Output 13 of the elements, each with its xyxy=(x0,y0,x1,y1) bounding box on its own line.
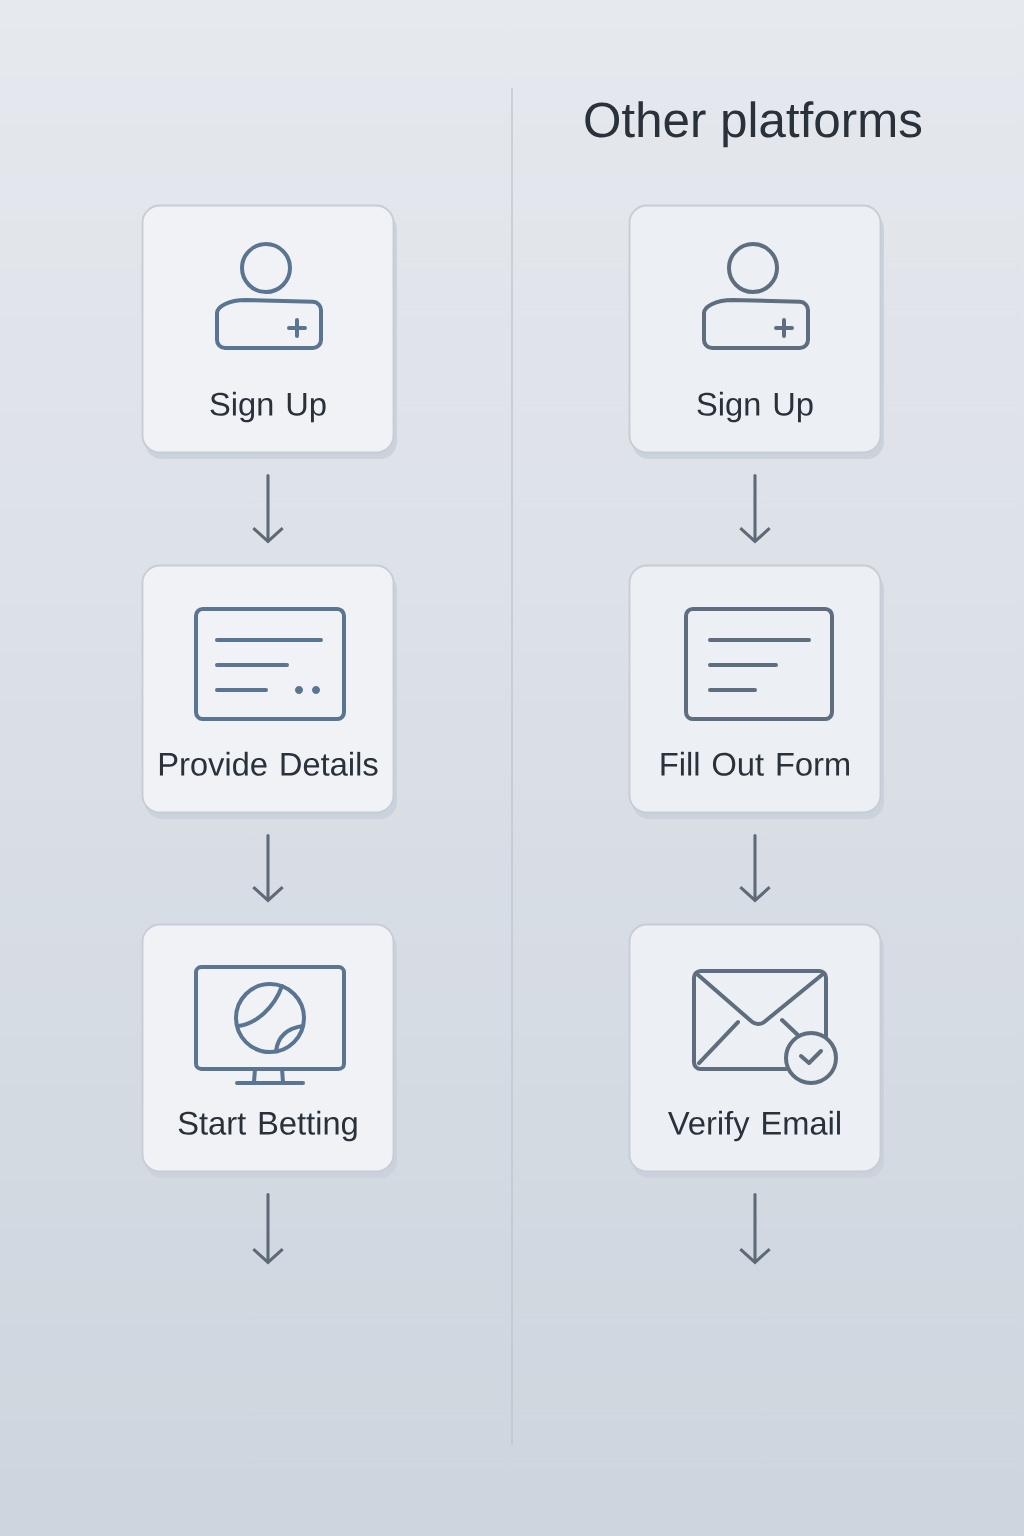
step-box: Start Betting xyxy=(141,923,397,1178)
step-box: Verify Email xyxy=(628,923,884,1178)
step-box: Sign Up xyxy=(141,204,397,459)
arrow xyxy=(739,1192,771,1265)
arrow xyxy=(252,473,284,544)
step-box: Fill Out Form xyxy=(628,564,884,819)
arrow xyxy=(252,833,284,903)
column-heading: Other platforms xyxy=(585,101,922,148)
step-box: Provide Details xyxy=(141,564,397,819)
arrow xyxy=(739,473,771,544)
arrow xyxy=(252,1192,284,1265)
arrow xyxy=(739,833,771,903)
step-box: Sign Up xyxy=(628,204,884,459)
